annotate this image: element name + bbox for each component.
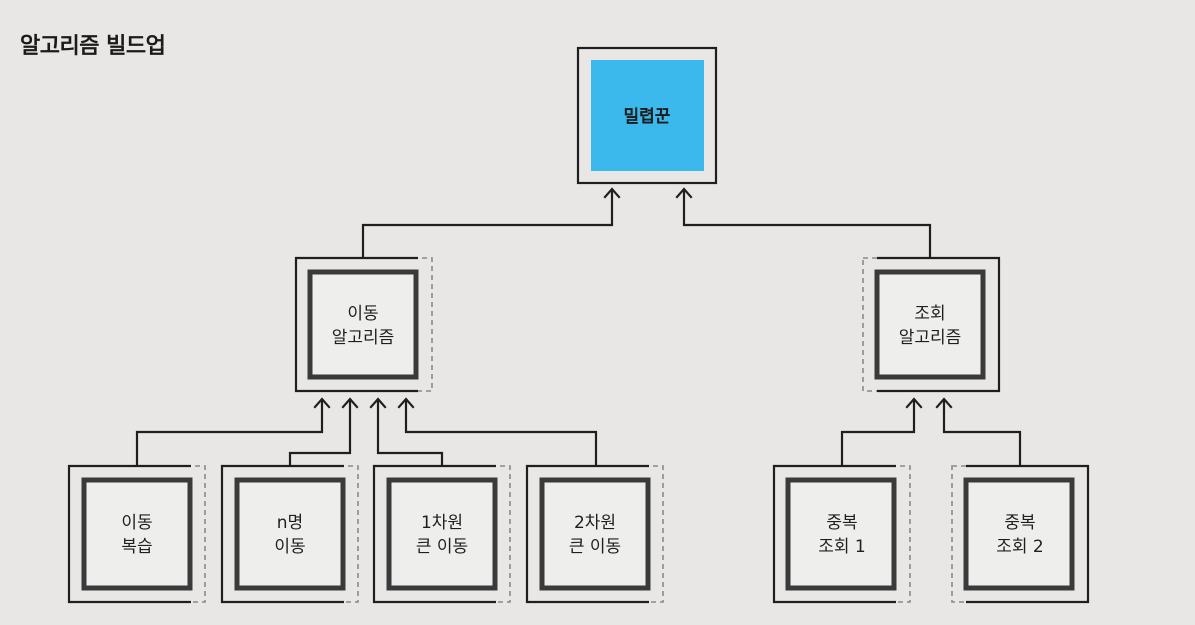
node-move-algo: 이동 알고리즘 xyxy=(294,256,433,393)
node-dup-query-2-line2: 조회 2 xyxy=(996,537,1044,557)
connector-dup-query-1-to-query-algo xyxy=(840,400,916,466)
node-big-move-1d: 1차원 큰 이동 xyxy=(372,464,511,604)
connector-big-move-2d-to-move-algo xyxy=(404,400,598,466)
arrowhead-query-2 xyxy=(935,397,953,409)
node-query-algo-line1: 조회 xyxy=(914,304,945,324)
connector-big-move-1d-to-move-algo xyxy=(376,400,444,466)
root-fill xyxy=(591,60,704,171)
node-big-move-2d-line1: 2차원 xyxy=(574,513,616,533)
node-big-move-2d-line2: 큰 이동 xyxy=(569,537,621,557)
node-dup-query-1-line2: 조회 1 xyxy=(818,537,866,557)
connector-move-review-to-move-algo xyxy=(135,400,324,466)
node-dup-query-1-line1: 중복 xyxy=(826,513,857,533)
node-n-move: n명 이동 xyxy=(220,464,359,604)
node-dup-query-2-line1: 중복 xyxy=(1004,513,1035,533)
node-big-move-2d: 2차원 큰 이동 xyxy=(525,464,664,604)
arrowhead-move-2 xyxy=(341,397,359,409)
connector-dup-query-2-to-query-algo xyxy=(942,400,1022,466)
node-root: 밀렵꾼 xyxy=(576,46,718,185)
node-n-move-line1: n명 xyxy=(277,513,303,533)
node-query-algo-line2: 알고리즘 xyxy=(899,328,962,348)
connector-n-move-to-move-algo xyxy=(288,400,352,466)
node-dup-query-2: 중복 조회 2 xyxy=(951,464,1090,604)
arrowhead-move-4 xyxy=(397,397,415,409)
arrowhead-move-3 xyxy=(369,397,387,409)
node-dup-query-1: 중복 조회 1 xyxy=(772,464,911,604)
connector-query-algo-to-root xyxy=(682,190,932,258)
arrowhead-query-1 xyxy=(905,397,923,409)
node-move-algo-line1: 이동 xyxy=(347,304,378,324)
node-n-move-line2: 이동 xyxy=(274,537,305,557)
arrowheads xyxy=(313,187,953,409)
node-big-move-1d-line2: 큰 이동 xyxy=(416,537,468,557)
node-root-label: 밀렵꾼 xyxy=(624,106,671,127)
node-move-review: 이동 복습 xyxy=(67,464,206,604)
node-move-review-line1: 이동 xyxy=(121,513,152,533)
arrowhead-root-right xyxy=(675,187,693,199)
node-query-algo: 조회 알고리즘 xyxy=(862,256,1001,393)
node-move-review-line2: 복습 xyxy=(121,537,152,557)
connector-move-algo-to-root xyxy=(361,190,614,258)
arrowhead-move-1 xyxy=(313,397,331,409)
node-move-algo-line2: 알고리즘 xyxy=(332,328,395,348)
page-title: 알고리즘 빌드업 xyxy=(20,34,166,59)
arrowhead-root-left xyxy=(603,187,621,199)
node-big-move-1d-line1: 1차원 xyxy=(421,513,463,533)
